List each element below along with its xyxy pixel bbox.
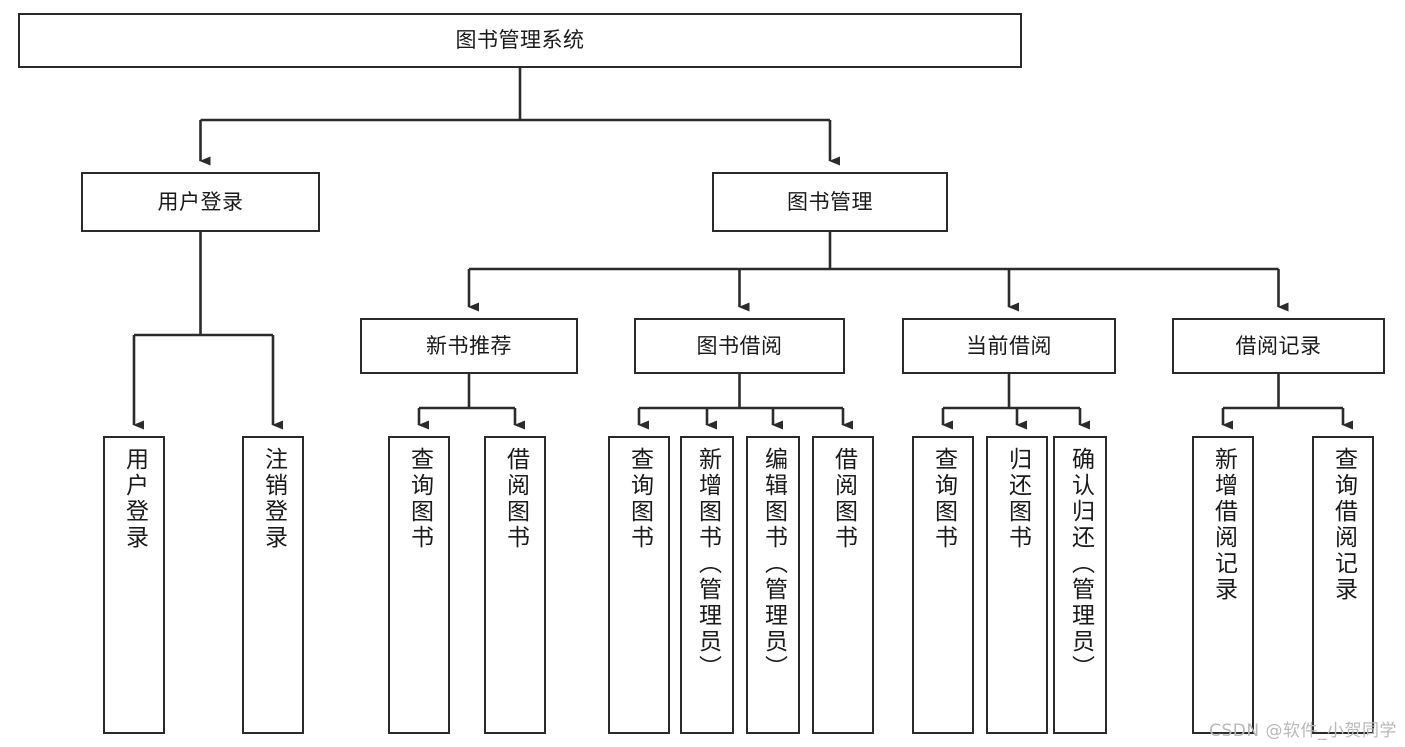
leaf-add-book-admin[interactable]: 新增图书（管理员） xyxy=(680,436,734,734)
node-user-login[interactable]: 用户登录 xyxy=(81,172,320,232)
node-root-label: 图书管理系统 xyxy=(455,28,585,53)
leaf-user-login[interactable]: 用户登录 xyxy=(103,436,165,734)
leaf-edit-book-admin-label: 编辑图书（管理员） xyxy=(760,447,787,681)
leaf-add-borrow-record-label: 新增借阅记录 xyxy=(1210,447,1237,603)
leaf-confirm-return-admin[interactable]: 确认归还（管理员） xyxy=(1053,436,1107,734)
leaf-query-book-a[interactable]: 查询图书 xyxy=(388,436,450,734)
leaf-query-book-b-label: 查询图书 xyxy=(626,447,653,551)
leaf-query-book-b[interactable]: 查询图书 xyxy=(608,436,670,734)
leaf-return-book[interactable]: 归还图书 xyxy=(986,436,1048,734)
node-book-management-label: 图书管理 xyxy=(787,189,873,214)
leaf-query-book-a-label: 查询图书 xyxy=(406,447,433,551)
node-book-management[interactable]: 图书管理 xyxy=(712,172,948,232)
leaf-borrow-book-b[interactable]: 借阅图书 xyxy=(812,436,874,734)
node-borrow-record-label: 借阅记录 xyxy=(1235,333,1322,358)
node-new-book-recommend-label: 新书推荐 xyxy=(426,333,512,358)
node-current-borrow[interactable]: 当前借阅 xyxy=(902,318,1116,374)
leaf-query-borrow-record-label: 查询借阅记录 xyxy=(1330,447,1357,603)
node-new-book-recommend[interactable]: 新书推荐 xyxy=(360,318,578,374)
leaf-query-book-c-label: 查询图书 xyxy=(930,447,957,551)
node-user-login-label: 用户登录 xyxy=(157,189,244,214)
leaf-logout-label: 注销登录 xyxy=(260,447,287,551)
node-book-borrow-label: 图书借阅 xyxy=(696,333,783,358)
leaf-borrow-book-b-label: 借阅图书 xyxy=(830,447,857,551)
node-borrow-record[interactable]: 借阅记录 xyxy=(1172,318,1385,374)
leaf-add-book-admin-label: 新增图书（管理员） xyxy=(694,447,721,681)
node-current-borrow-label: 当前借阅 xyxy=(966,333,1052,358)
node-root[interactable]: 图书管理系统 xyxy=(18,13,1022,68)
leaf-return-book-label: 归还图书 xyxy=(1004,447,1031,551)
node-book-borrow[interactable]: 图书借阅 xyxy=(634,318,845,374)
leaf-borrow-book-a-label: 借阅图书 xyxy=(502,447,529,551)
leaf-logout[interactable]: 注销登录 xyxy=(242,436,304,734)
leaf-add-borrow-record[interactable]: 新增借阅记录 xyxy=(1192,436,1254,734)
leaf-edit-book-admin[interactable]: 编辑图书（管理员） xyxy=(746,436,800,734)
leaf-confirm-return-admin-label: 确认归还（管理员） xyxy=(1067,447,1094,681)
csdn-watermark: CSDN @软件_小贺同学 xyxy=(1209,721,1397,741)
leaf-query-book-c[interactable]: 查询图书 xyxy=(912,436,974,734)
leaf-user-login-label: 用户登录 xyxy=(121,447,148,551)
leaf-query-borrow-record[interactable]: 查询借阅记录 xyxy=(1312,436,1374,734)
leaf-borrow-book-a[interactable]: 借阅图书 xyxy=(484,436,546,734)
